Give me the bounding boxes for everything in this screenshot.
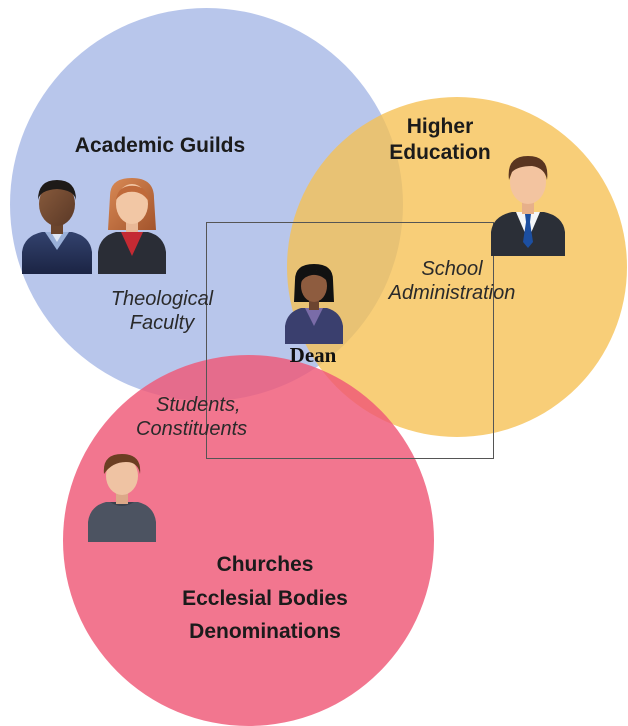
person-woman-icon: [96, 176, 168, 279]
person-icon: [86, 450, 158, 547]
person-man-icon: [18, 174, 96, 279]
churches-label: Churches Ecclesial Bodies Denominations: [182, 553, 348, 644]
students-constituents-label: Students, Constituents: [136, 394, 248, 441]
academic-guilds-label: Academic Guilds: [74, 134, 246, 157]
higher-education-label: Higher Education: [389, 115, 491, 164]
school-administration-label: School Administration: [388, 258, 516, 305]
woman-dean-icon: [283, 262, 345, 349]
dean-label: Dean: [289, 343, 337, 367]
businessman-icon: [488, 150, 568, 261]
dean-role-frame: [206, 222, 494, 459]
theological-faculty-label: Theological Faculty: [110, 288, 214, 335]
